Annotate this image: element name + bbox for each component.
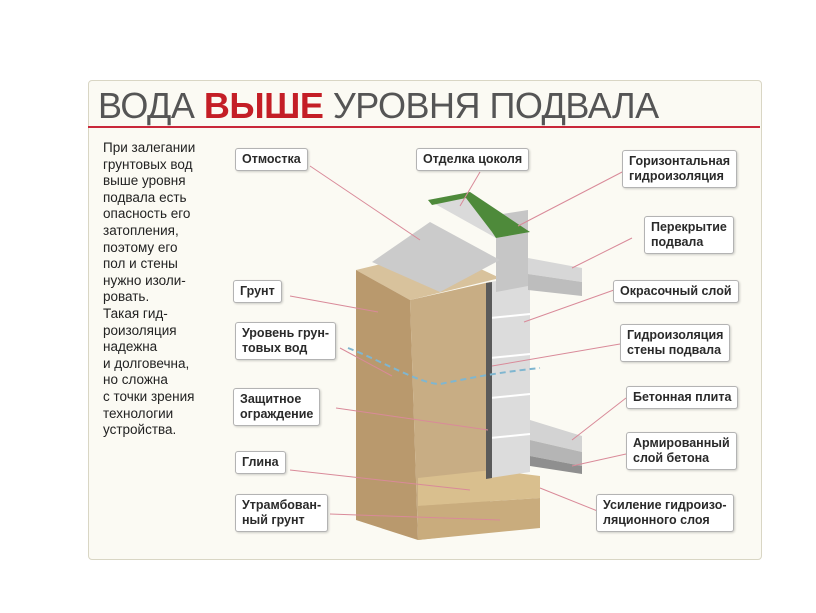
wall-joint: [489, 393, 531, 399]
wall-joint: [489, 313, 531, 319]
leader-zaschitnoe: [335, 407, 489, 431]
leader-otmostka: [309, 165, 421, 241]
label-glina: Глина: [235, 451, 286, 474]
title-rule: [88, 126, 760, 128]
title-part-1: ВОДА: [98, 85, 204, 126]
wall-joint: [489, 353, 531, 359]
leader-grunt: [289, 295, 379, 313]
label-perekrytie: Перекрытие подвала: [644, 216, 734, 254]
label-armirovanny: Армированный слой бетона: [626, 432, 737, 470]
leader-betonnaya: [571, 397, 627, 441]
clay-layer: [418, 470, 540, 506]
leader-horizontal-hydro: [517, 169, 627, 227]
leader-usilenie: [539, 487, 601, 513]
label-hydro-walls: Гидроизоляция стены подвала: [620, 324, 731, 362]
leader-uroven: [339, 347, 393, 377]
page-title: ВОДА ВЫШЕ УРОВНЯ ПОДВАЛА: [98, 86, 659, 126]
leader-lines: [289, 165, 633, 521]
label-betonnaya: Бетонная плита: [626, 386, 739, 409]
leader-okrasochny: [523, 289, 615, 323]
groundwater-line: [347, 347, 541, 386]
soil-front-face: [356, 270, 418, 540]
floor-slab-front: [530, 440, 582, 466]
leader-utrambovanny: [329, 513, 501, 521]
label-okrasochny: Окрасочный слой: [613, 280, 739, 303]
label-otdelka: Отделка цоколя: [416, 148, 530, 171]
reinforced-layer: [530, 456, 582, 474]
label-usilenie: Усиление гидроизо- ляционного слоя: [596, 494, 734, 532]
label-horizontal-hydro: Горизонтальная гидроизоляция: [622, 150, 738, 188]
blind-area: [372, 222, 500, 292]
ceiling-slab-front: [528, 274, 582, 296]
wall-waterproofing: [486, 282, 492, 479]
label-zaschitnoe: Защитное ограждение: [233, 388, 321, 426]
label-grunt: Грунт: [233, 280, 282, 303]
plinth-finish-green: [428, 192, 530, 238]
label-otmostka: Отмостка: [235, 148, 308, 171]
leader-hydro-walls: [491, 343, 621, 367]
description-text: При залегании грунтовых вод выше уровня …: [103, 140, 196, 438]
leader-armirovanny: [571, 453, 627, 467]
wall-front: [490, 276, 530, 478]
wall-joint: [489, 433, 531, 439]
label-uroven: Уровень грун- товых вод: [235, 322, 337, 360]
title-part-3: УРОВНЯ ПОДВАЛА: [323, 85, 659, 126]
floor-slab-top: [530, 420, 582, 452]
leader-otdelka: [459, 171, 481, 207]
leader-glina: [289, 469, 471, 491]
title-part-2: ВЫШЕ: [203, 85, 324, 126]
label-utrambovanny: Утрамбован- ный грунт: [235, 494, 329, 532]
leader-perekrytie: [571, 237, 633, 269]
